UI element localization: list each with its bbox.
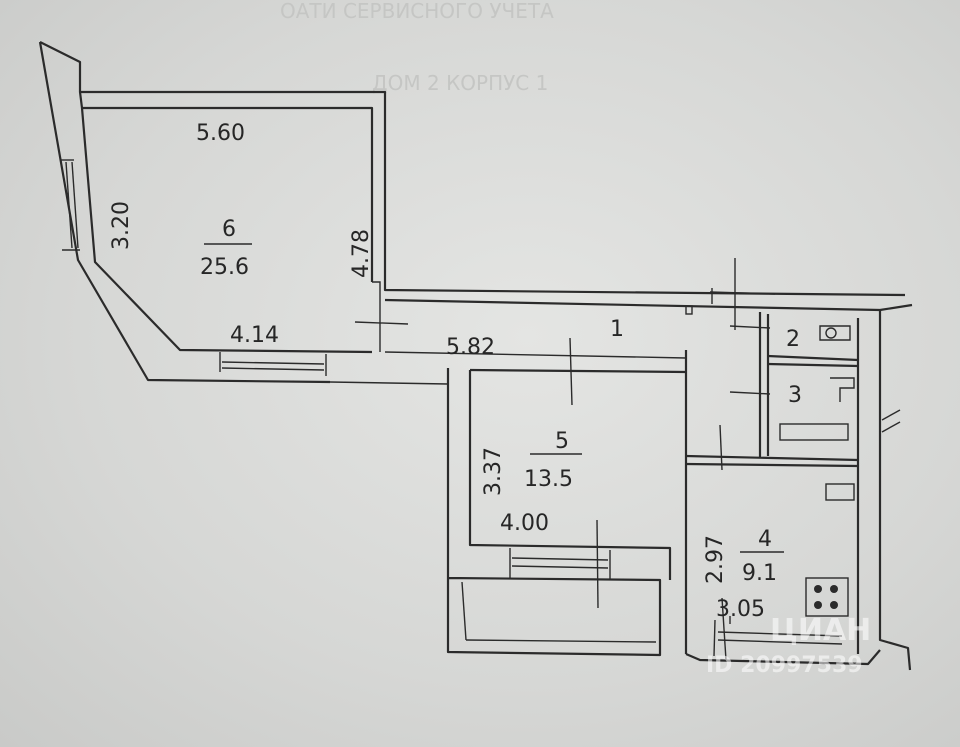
room-2-number: 2 xyxy=(786,327,800,352)
stove-icon xyxy=(805,577,849,617)
dim-corridor: 5.82 xyxy=(446,335,495,360)
room-6-area: 25.6 xyxy=(200,255,249,280)
room-4-label: 4 9.1 xyxy=(740,527,784,586)
room-5-area: 13.5 xyxy=(524,467,573,492)
room-5-walls xyxy=(446,337,688,657)
bathtub-icon xyxy=(779,423,849,441)
dim-room6-right: 4.78 xyxy=(349,229,374,278)
sink-icon xyxy=(830,377,855,402)
room-4-area: 9.1 xyxy=(742,561,777,586)
dim-room5-left: 3.37 xyxy=(481,447,506,496)
room-6-label: 6 25.6 xyxy=(200,217,252,280)
dim-room5-bottom: 4.00 xyxy=(500,511,549,536)
toilet-icon xyxy=(819,325,851,341)
watermark-brand: ЦИАН xyxy=(770,613,871,648)
dim-room6-top: 5.60 xyxy=(196,121,245,146)
watermark-id: ID 20997539 xyxy=(706,653,863,678)
room-1-number: 1 xyxy=(610,317,624,342)
header-address-text: ДОМ 2 КОРПУС 1 xyxy=(372,71,548,95)
room-6-walls xyxy=(38,41,906,384)
dim-room4-bottom: 3.05 xyxy=(716,597,765,622)
room-5-label: 5 13.5 xyxy=(524,429,582,492)
room-4-number: 4 xyxy=(758,527,772,552)
rooms-2-3-4-walls xyxy=(685,310,912,671)
room-5-number: 5 xyxy=(555,429,569,454)
dim-room4-left: 2.97 xyxy=(703,535,728,584)
room-3-number: 3 xyxy=(788,383,802,408)
dim-room6-bottom: 4.14 xyxy=(230,323,279,348)
header-top-text: ОАТИ СЕРВИСНОГО УЧЕТА xyxy=(280,0,554,23)
dim-room6-left: 3.20 xyxy=(109,201,134,250)
room-6-number: 6 xyxy=(222,217,236,242)
kitchen-sink-icon xyxy=(825,483,855,501)
